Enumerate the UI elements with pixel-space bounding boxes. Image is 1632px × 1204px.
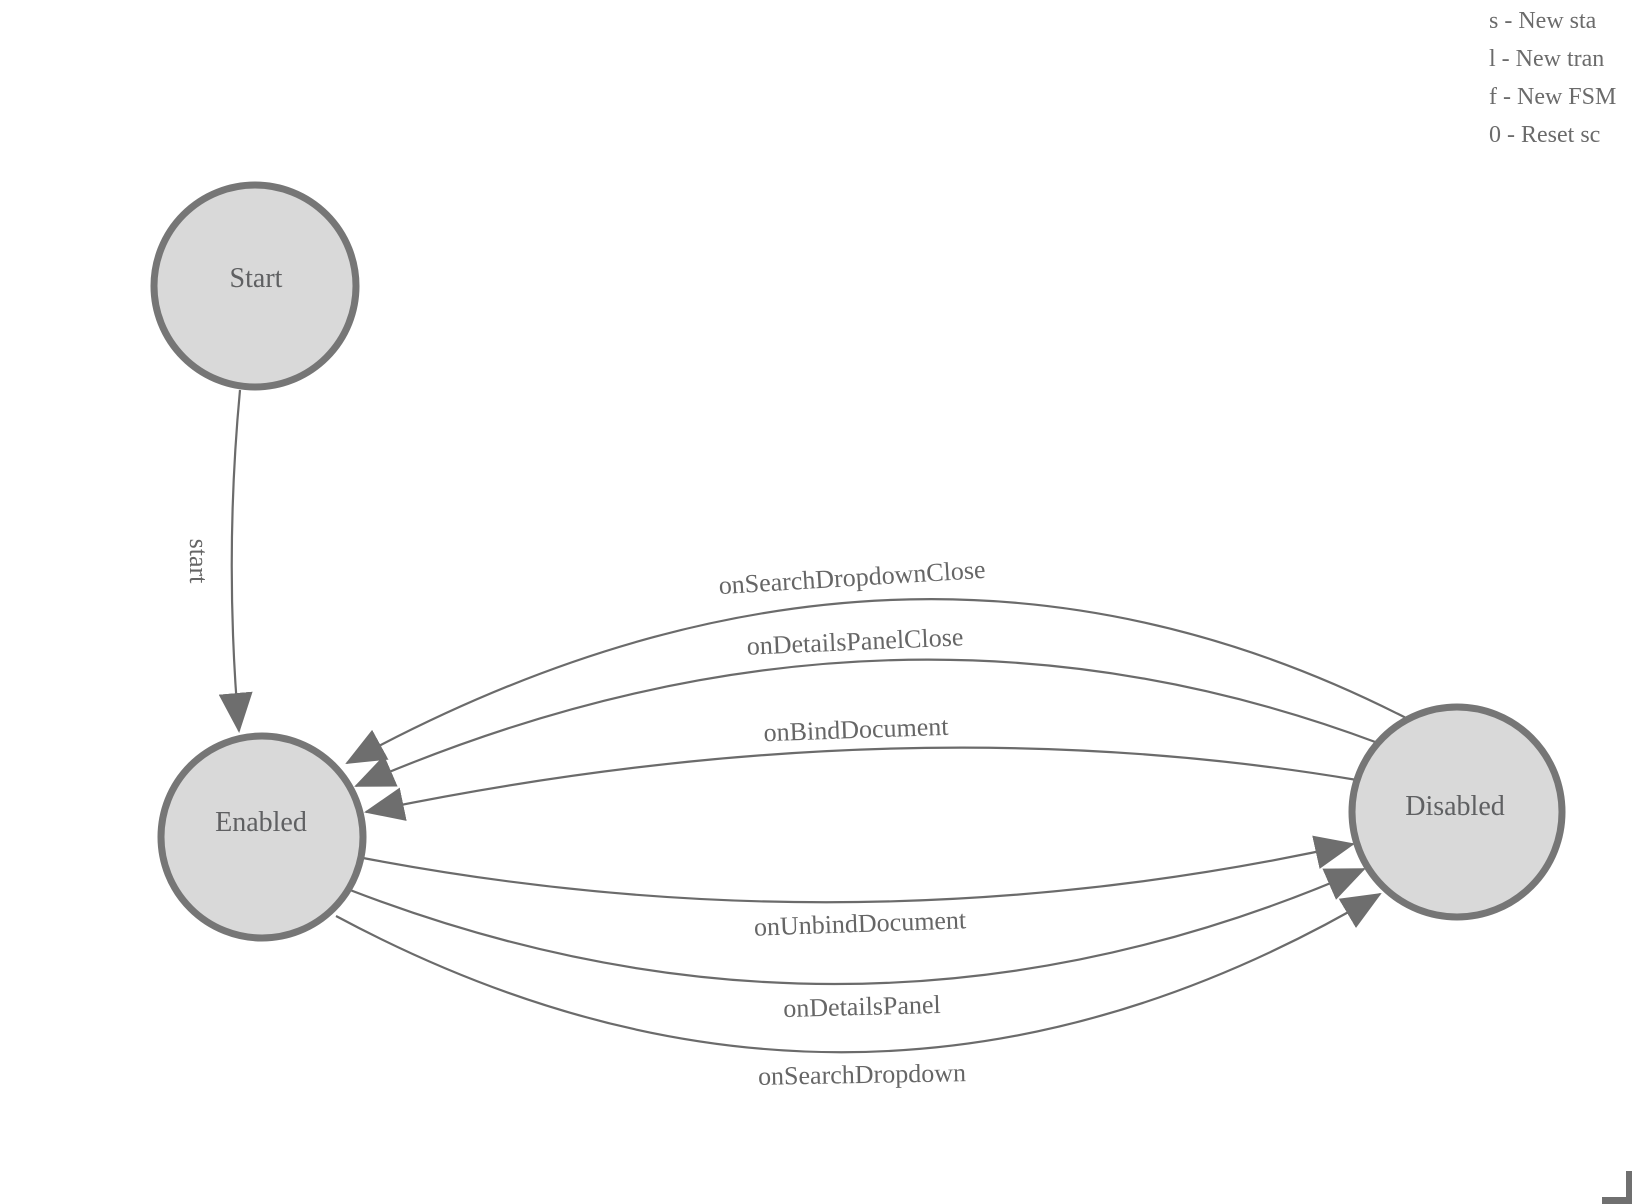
transition-onBindDocument[interactable]: onBindDocument xyxy=(364,712,1358,821)
transition-onUnbindDocument-path[interactable] xyxy=(362,835,1355,904)
legend-line-reset: 0 - Reset sc xyxy=(1489,122,1601,148)
transition-onSearchDropdown-path[interactable] xyxy=(335,892,1382,1054)
legend-line-new-state: s - New sta xyxy=(1489,8,1597,34)
state-node-disabled[interactable]: Disabled xyxy=(1348,703,1566,921)
transition-onSearchDropdownClose-path[interactable] xyxy=(345,598,1409,764)
state-circle-enabled[interactable] xyxy=(157,732,367,942)
transition-onDetailsPanel-label[interactable]: onDetailsPanel xyxy=(783,990,941,1023)
transition-onUnbindDocument-label[interactable]: onUnbindDocument xyxy=(753,905,967,941)
transition-onSearchDropdownClose-label[interactable]: onSearchDropdownClose xyxy=(718,555,986,600)
state-label-enabled: Enabled xyxy=(215,807,307,838)
state-node-start[interactable]: Start xyxy=(150,181,360,391)
transition-start-label[interactable]: start xyxy=(184,539,213,585)
transition-onBindDocument-path[interactable] xyxy=(364,746,1358,821)
offscreen-rect-corner-horizontal xyxy=(1602,1197,1632,1204)
transition-onDetailsPanel[interactable]: onDetailsPanel xyxy=(349,867,1366,1023)
transition-onDetailsPanelClose-label[interactable]: onDetailsPanelClose xyxy=(746,622,964,660)
shortcut-legend: s - New sta l - New tran f - New FSM 0 -… xyxy=(1489,2,1632,154)
state-circle-start[interactable] xyxy=(150,181,360,391)
state-circle-disabled[interactable] xyxy=(1348,703,1566,921)
transition-onUnbindDocument[interactable]: onUnbindDocument xyxy=(362,835,1355,942)
transition-start-path[interactable] xyxy=(218,389,253,733)
legend-line-new-transition: l - New tran xyxy=(1489,46,1605,72)
transition-onSearchDropdown[interactable]: onSearchDropdown xyxy=(335,892,1382,1091)
transition-onDetailsPanel-path[interactable] xyxy=(349,867,1366,986)
transition-onSearchDropdown-label[interactable]: onSearchDropdown xyxy=(758,1058,966,1091)
state-node-enabled[interactable]: Enabled xyxy=(157,732,367,942)
legend-line-new-fsm: f - New FSM xyxy=(1489,84,1617,110)
transition-onDetailsPanelClose-path[interactable] xyxy=(354,658,1379,788)
state-label-start: Start xyxy=(230,263,283,294)
offscreen-rect-corner-vertical xyxy=(1626,1171,1632,1204)
transition-onBindDocument-label[interactable]: onBindDocument xyxy=(763,712,950,747)
transition-start[interactable]: start xyxy=(184,389,253,733)
state-label-disabled: Disabled xyxy=(1405,791,1505,822)
